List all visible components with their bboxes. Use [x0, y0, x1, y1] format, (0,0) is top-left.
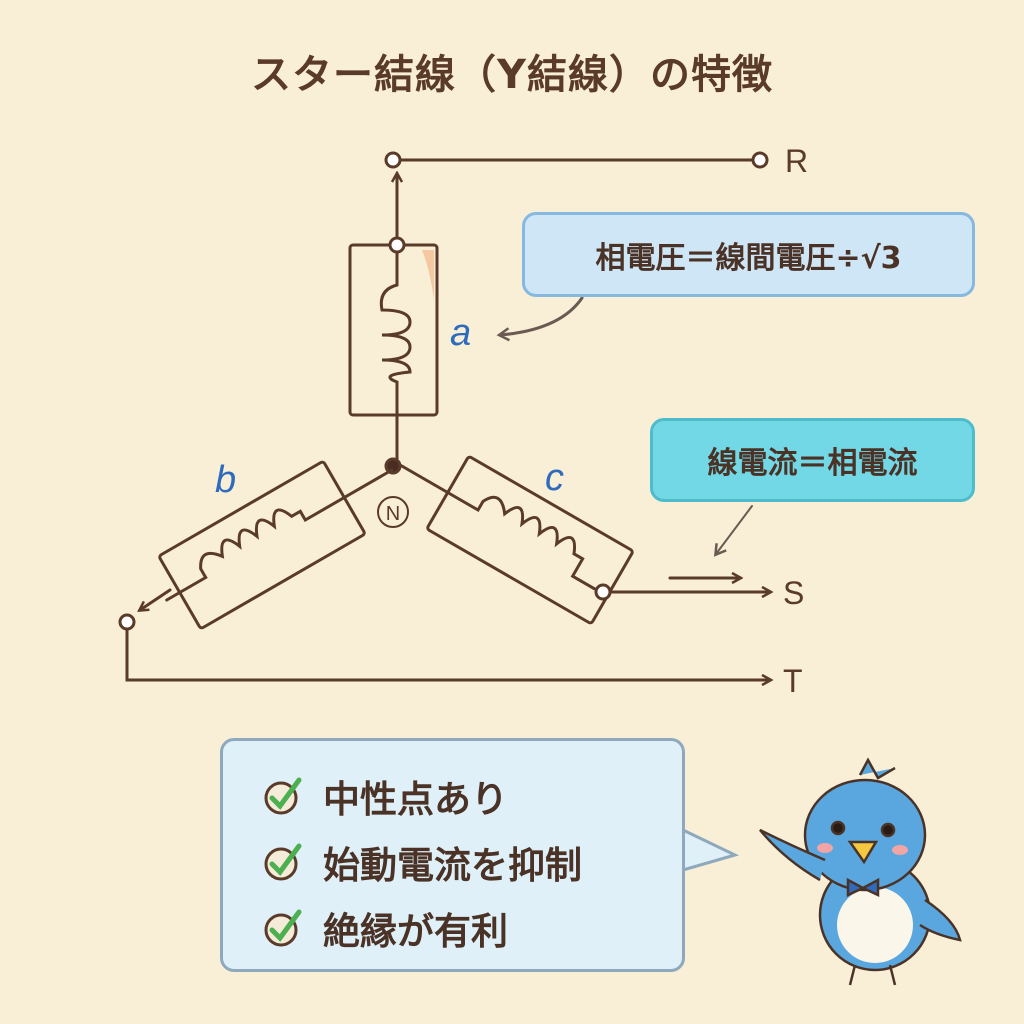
benefit-item: 中性点あり [263, 763, 682, 829]
benefit-label: 始動電流を抑制 [323, 844, 582, 887]
coil-a-label: a [450, 312, 471, 354]
check-icon [264, 777, 302, 815]
bird-mascot-icon [759, 757, 962, 986]
terminal-r-label: R [785, 143, 808, 179]
neutral-label: N [386, 503, 400, 525]
coil-c-label: c [545, 457, 564, 499]
callout-line-current: 線電流＝相電流 [650, 418, 975, 502]
callout-arrow-s [716, 505, 753, 554]
line-t [125, 627, 770, 680]
neutral-label-circle [377, 496, 409, 528]
callout-phase-voltage: 相電圧＝線間電圧÷√3 [522, 212, 975, 297]
coil-b [158, 460, 394, 630]
callout-arrow-a [500, 296, 584, 335]
page-title: スター結線（Y結線）の特徴 [251, 52, 773, 98]
check-icon [264, 909, 302, 947]
terminal-r-left [384, 151, 402, 169]
check-icon [264, 843, 302, 881]
terminal-t-label: T [783, 663, 803, 699]
terminal-r-right [751, 151, 769, 169]
terminal-t [118, 613, 136, 631]
coil-b-label: b [215, 459, 236, 501]
arrow-b [140, 588, 172, 610]
speech-bubble-tail [681, 827, 740, 872]
coil-c [398, 455, 634, 625]
terminal-s [594, 583, 612, 601]
terminal-s-label: S [783, 575, 804, 611]
benefits-bubble: 中性点あり 始動電流を抑制 絶縁が有利 [220, 738, 685, 972]
callout-phase-voltage-text: 相電圧＝線間電圧÷√3 [595, 240, 902, 276]
coil-a [348, 236, 439, 468]
callout-line-current-text: 線電流＝相電流 [707, 446, 918, 481]
benefit-label: 絶縁が有利 [323, 910, 508, 953]
benefit-label: 中性点あり [323, 778, 508, 821]
benefit-item: 始動電流を抑制 [263, 829, 682, 895]
benefit-item: 絶縁が有利 [263, 895, 682, 961]
